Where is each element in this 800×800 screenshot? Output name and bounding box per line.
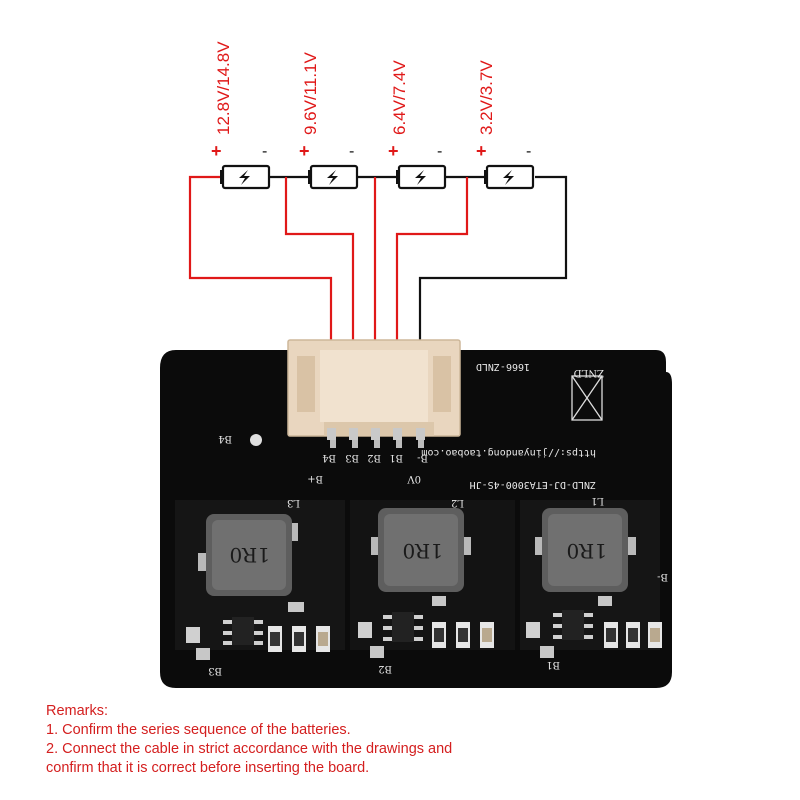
wires (188, 175, 568, 432)
plus-sign: + (211, 141, 222, 161)
pin-label: B3 (345, 452, 359, 463)
voltage-label-3s: 9.6V/11.1V (301, 51, 320, 135)
remarks-item: confirm that it is correct before insert… (46, 760, 370, 776)
silk-b1: B1 (546, 659, 560, 670)
battery-icon (308, 164, 359, 190)
coil-marking: 1R0 (566, 539, 607, 563)
wire-bminus (418, 175, 568, 432)
silk-bminus: B- (657, 571, 668, 582)
minus-sign: - (262, 143, 267, 160)
smd-components (186, 596, 662, 660)
silk-b2: B2 (378, 663, 392, 674)
silk-part-number: 1666-ZNLD (476, 361, 530, 372)
battery-cells (220, 164, 535, 190)
silk-b3: B3 (208, 665, 222, 676)
plus-sign: + (476, 141, 487, 161)
wire-b1 (395, 177, 469, 432)
silk-model: ZNLD-DJ-ETA3000-4S-JH (470, 479, 596, 490)
brand-logo: ZNLD (571, 367, 604, 421)
voltage-label-2s: 6.4V/7.4V (390, 60, 409, 135)
silk-url: https://jinyandong.taobao.com (421, 447, 596, 458)
remarks-item: 2. Connect the cable in strict accordanc… (46, 741, 453, 757)
inductor: 1R0 (198, 514, 298, 596)
inductor: 1R0 (371, 508, 471, 592)
inductor-designator: L2 (451, 497, 464, 508)
inductor-designator: L1 (591, 495, 604, 506)
polarity-markers: + - + - + - + - (211, 141, 531, 161)
battery-icon (396, 164, 447, 190)
minus-sign: - (437, 143, 442, 160)
wire-b3 (284, 177, 355, 432)
pcb-board: 1666-ZNLD ZNLD https://jinyandong.taobao… (160, 339, 672, 688)
minus-sign: - (526, 143, 531, 160)
battery-icon (220, 164, 271, 190)
inductor: 1R0 (535, 508, 636, 592)
pin-label: B4 (322, 452, 336, 463)
silk-b4: B4 (218, 433, 232, 444)
inductor-designator: L3 (287, 497, 300, 508)
battery-icon (484, 164, 535, 190)
remarks-title: Remarks: (46, 703, 109, 719)
battery-connector (287, 339, 461, 448)
plus-sign: + (388, 141, 399, 161)
pin-labels: B4 B3 B2 B1 B- (322, 452, 428, 463)
voltage-labels: 12.8V/14.8V 9.6V/11.1V 6.4V/7.4V 3.2V/3.… (214, 41, 496, 135)
coil-marking: 1R0 (229, 543, 270, 567)
brand-mark: ZNLD (574, 367, 604, 378)
silk-bplus: B+ (307, 473, 323, 484)
pin-label: B- (417, 452, 428, 463)
minus-sign: - (349, 143, 354, 160)
pin-label: B1 (389, 452, 403, 463)
voltage-label-4s: 12.8V/14.8V (214, 41, 233, 135)
voltage-label-1s: 3.2V/3.7V (477, 60, 496, 135)
wire-b4 (188, 175, 333, 432)
plus-sign: + (299, 141, 310, 161)
pin-label: B2 (367, 452, 381, 463)
remarks-block: Remarks: 1. Confirm the series sequence … (46, 702, 452, 778)
remarks-item: 1. Confirm the series sequence of the ba… (46, 722, 351, 738)
coil-marking: 1R0 (402, 539, 443, 563)
silk-0v: 0V (407, 473, 421, 484)
